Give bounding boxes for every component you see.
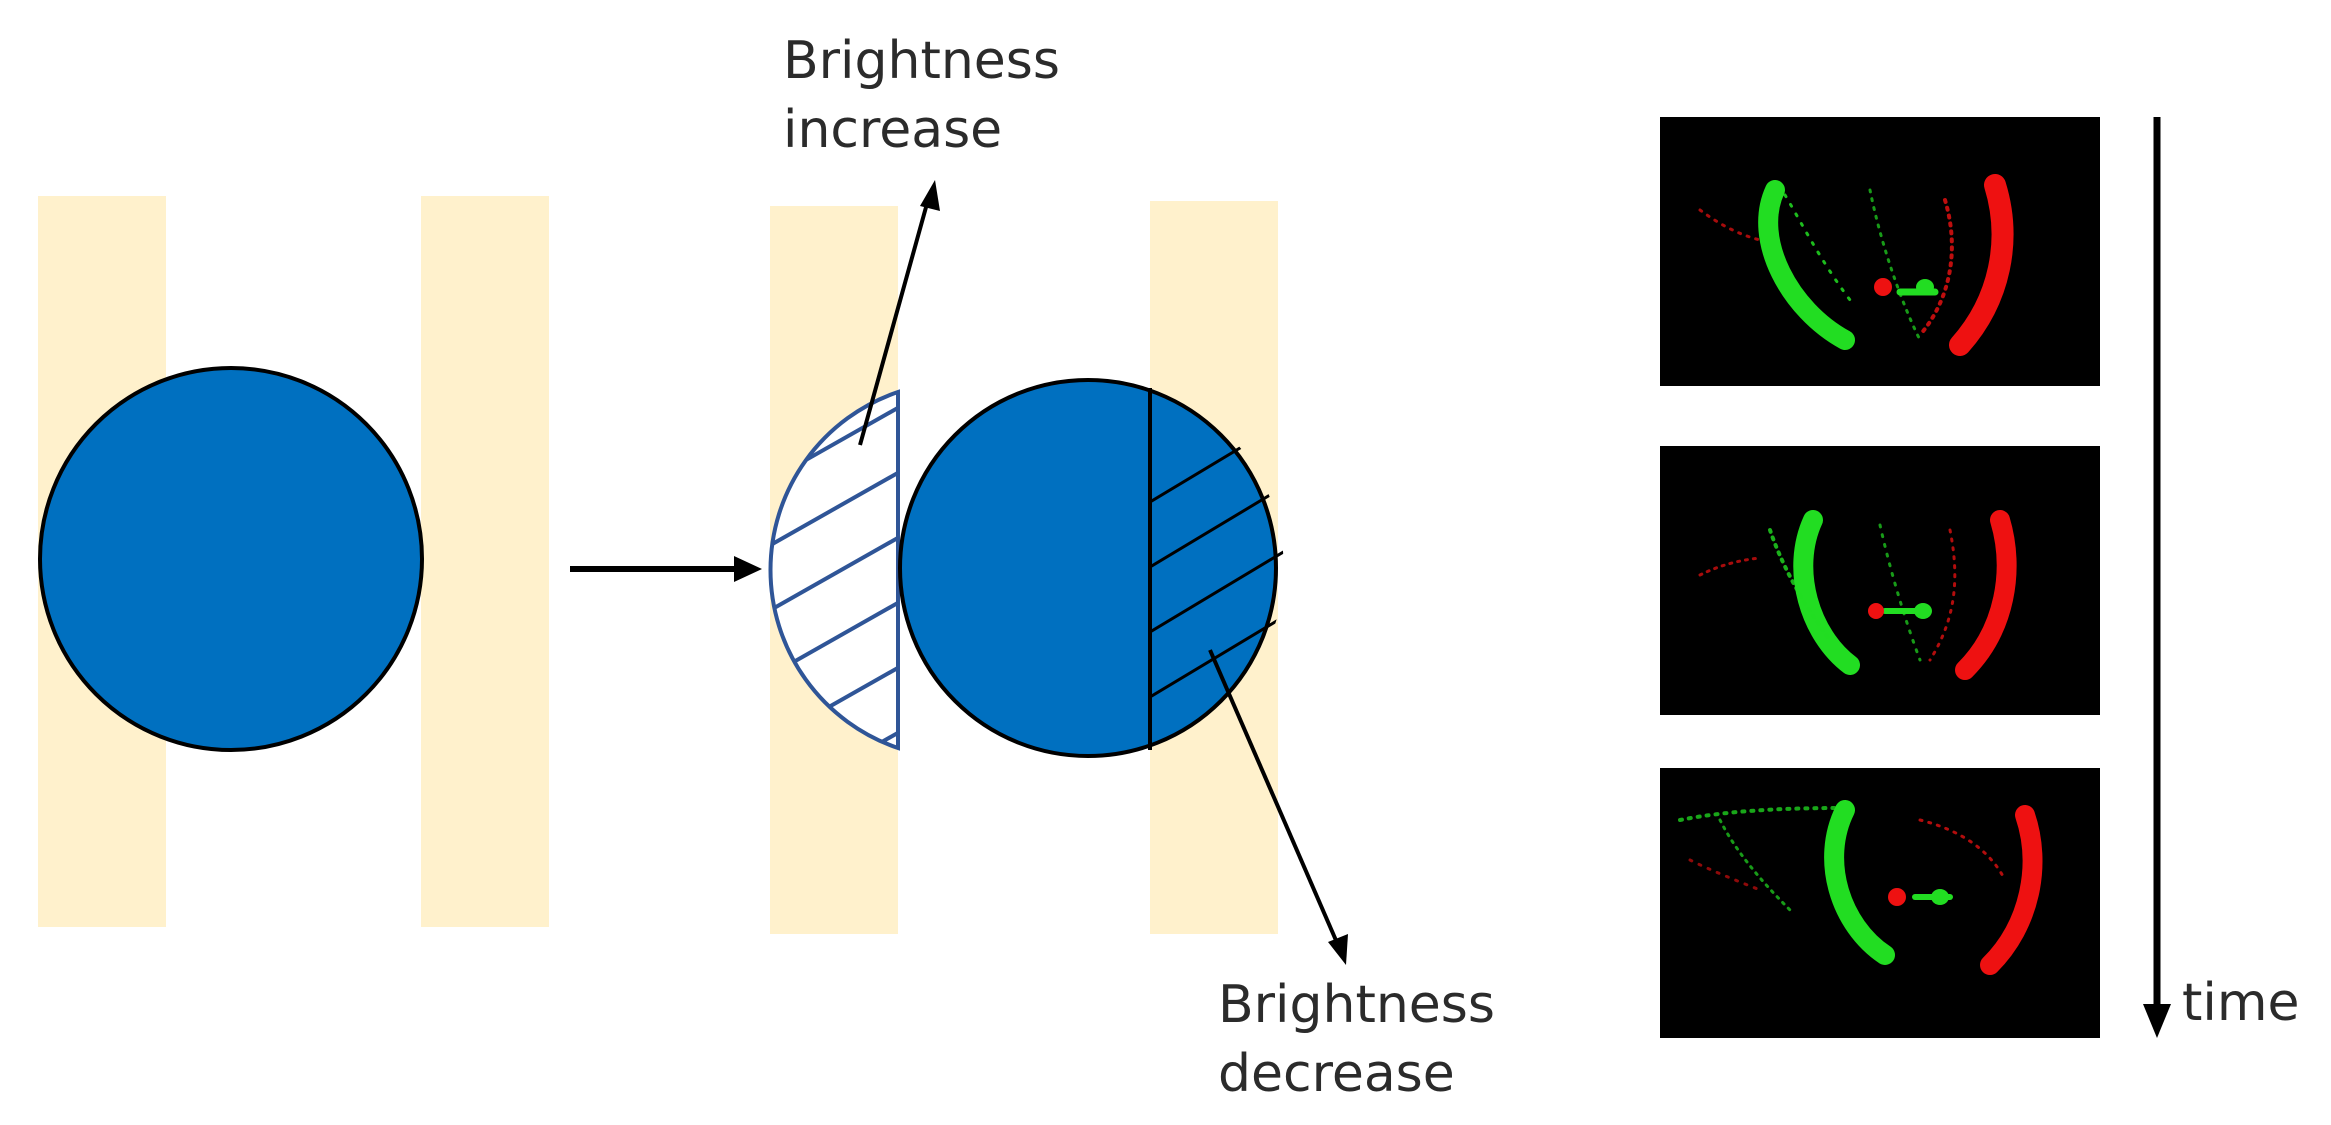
event-frame-1	[1660, 117, 2100, 386]
motion-arrow	[570, 556, 762, 582]
scene-after: Brightness increase Brightness decrease	[768, 31, 1512, 1104]
event-frame-3	[1660, 768, 2100, 1038]
time-arrow	[2143, 117, 2171, 1038]
increase-region	[768, 389, 900, 751]
decrease-region	[1148, 388, 1284, 750]
light-band-left-2	[421, 196, 549, 927]
disk-before	[38, 366, 424, 752]
event-frame-2	[1660, 446, 2100, 715]
label-brightness-decrease: Brightness decrease	[1218, 975, 1512, 1104]
scene-before	[38, 196, 549, 927]
label-brightness-increase: Brightness increase	[783, 31, 1077, 160]
label-time: time	[2182, 973, 2299, 1033]
increase-pointer	[858, 180, 940, 446]
decrease-pointer	[1208, 649, 1348, 965]
disk-after	[898, 378, 1278, 758]
